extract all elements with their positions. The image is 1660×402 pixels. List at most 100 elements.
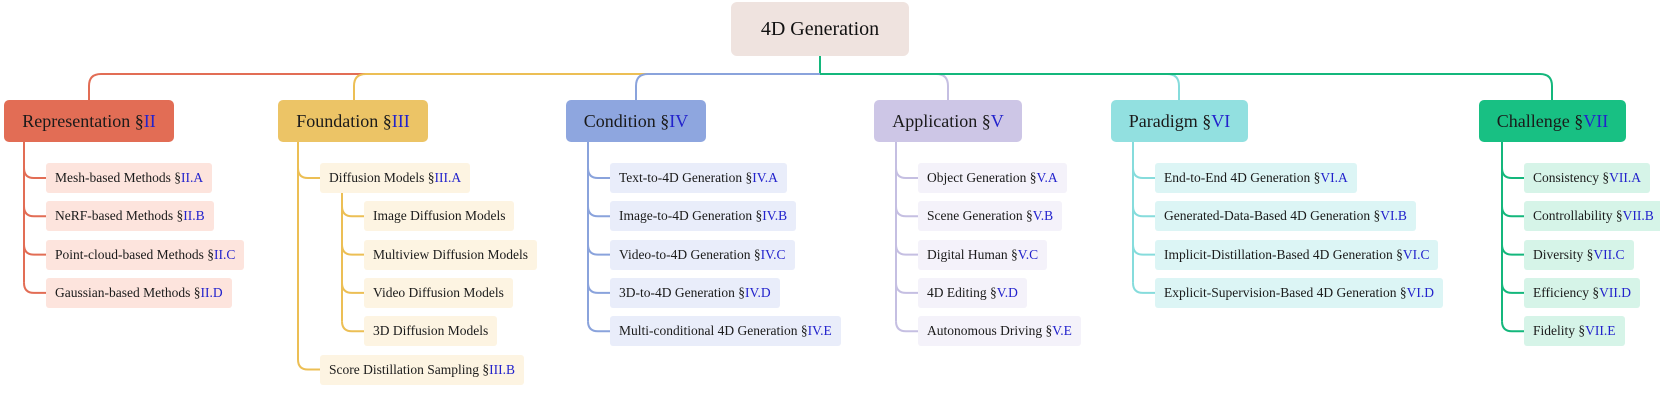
paradigm-bus-line — [820, 73, 1180, 100]
condition-item-section-ref[interactable]: IV.E — [807, 323, 832, 339]
foundation-subitem-connector — [341, 321, 364, 333]
foundation-subitem[interactable]: Video Diffusion Models — [364, 277, 513, 308]
challenge-item-section-ref[interactable]: VII.C — [1593, 246, 1625, 262]
challenge-item-text: Controllability — [1533, 208, 1613, 224]
category-application-section-ref[interactable]: V — [990, 110, 1004, 131]
category-application[interactable]: Application §V — [874, 100, 1022, 142]
representation-item-section-ref[interactable]: II.A — [180, 170, 204, 185]
section-symbol: § — [1602, 170, 1610, 185]
foundation-item[interactable]: Diffusion Models §III.A — [320, 163, 471, 193]
section-symbol: § — [738, 284, 745, 300]
challenge-item[interactable]: Efficiency §VII.D — [1524, 277, 1640, 308]
challenge-item[interactable]: Consistency §VII.A — [1524, 163, 1650, 193]
category-paradigm[interactable]: Paradigm §VI — [1111, 100, 1248, 142]
condition-item[interactable]: Image-to-4D Generation §IV.B — [610, 201, 797, 232]
application-item[interactable]: 4D Editing §V.D — [918, 277, 1027, 308]
foundation-subitem-text: Video Diffusion Models — [373, 284, 504, 300]
condition-item[interactable]: Video-to-4D Generation §IV.C — [610, 239, 795, 270]
section-symbol: § — [1025, 208, 1033, 224]
condition-item-section-ref[interactable]: IV.A — [752, 170, 778, 185]
category-representation-text: Representation — [22, 110, 131, 131]
application-item-section-ref[interactable]: V.B — [1032, 208, 1054, 224]
category-condition-text: Condition — [583, 110, 656, 131]
section-symbol: § — [800, 323, 808, 339]
section-symbol: § — [745, 170, 753, 185]
paradigm-item-connector — [1132, 167, 1155, 179]
condition-item-section-ref[interactable]: IV.C — [760, 246, 786, 262]
category-foundation-section-ref[interactable]: III — [391, 110, 410, 131]
condition-item-text: Video-to-4D Generation — [619, 246, 751, 262]
category-condition[interactable]: Condition §IV — [566, 100, 706, 142]
paradigm-item-section-ref[interactable]: VI.B — [1380, 208, 1407, 224]
paradigm-item[interactable]: Implicit-Distillation-Based 4D Generatio… — [1155, 239, 1439, 270]
application-item-section-ref[interactable]: V.D — [996, 284, 1018, 300]
representation-item-section-ref[interactable]: II.B — [183, 208, 205, 224]
application-item-section-ref[interactable]: V.A — [1036, 170, 1058, 185]
application-item[interactable]: Autonomous Driving §V.E — [918, 316, 1081, 347]
foundation-subitem-text: Multiview Diffusion Models — [373, 246, 528, 262]
challenge-item-section-ref[interactable]: VII.B — [1622, 208, 1654, 224]
condition-item[interactable]: Text-to-4D Generation §IV.A — [610, 163, 787, 193]
section-symbol: § — [1592, 284, 1600, 300]
foundation-item-section-ref[interactable]: III.A — [434, 170, 462, 185]
application-item[interactable]: Scene Generation §V.B — [918, 201, 1063, 232]
foundation-subitem[interactable]: 3D Diffusion Models — [364, 316, 498, 347]
foundation-item[interactable]: Score Distillation Sampling §III.B — [320, 354, 524, 385]
category-representation-section-ref[interactable]: II — [143, 110, 156, 131]
condition-item-section-ref[interactable]: IV.B — [762, 208, 788, 224]
challenge-item-connector — [1501, 167, 1524, 179]
challenge-item-text: Fidelity — [1533, 323, 1576, 339]
section-symbol: § — [1313, 170, 1321, 185]
condition-bus-line — [635, 73, 820, 100]
foundation-subitem[interactable]: Multiview Diffusion Models — [364, 239, 537, 270]
category-foundation[interactable]: Foundation §III — [278, 100, 428, 142]
challenge-item-section-ref[interactable]: VII.A — [1609, 170, 1641, 185]
section-symbol: § — [1045, 323, 1053, 339]
foundation-item-connector — [297, 359, 320, 371]
challenge-item-text: Consistency — [1533, 170, 1599, 185]
challenge-item[interactable]: Fidelity §VII.E — [1524, 316, 1625, 347]
representation-item-section-ref[interactable]: II.C — [213, 246, 236, 262]
paradigm-item[interactable]: Explicit-Supervision-Based 4D Generation… — [1155, 277, 1443, 308]
representation-item[interactable]: Point-cloud-based Methods §II.C — [46, 239, 245, 270]
representation-item-section-ref[interactable]: II.D — [200, 284, 223, 300]
challenge-item[interactable]: Controllability §VII.B — [1524, 201, 1660, 232]
section-symbol: § — [1011, 246, 1018, 262]
challenge-item[interactable]: Diversity §VII.C — [1524, 239, 1634, 270]
application-item[interactable]: Object Generation §V.A — [918, 163, 1067, 193]
representation-item-connector — [23, 167, 46, 179]
representation-item[interactable]: Mesh-based Methods §II.A — [46, 163, 213, 193]
paradigm-item-text: Generated-Data-Based 4D Generation — [1164, 208, 1371, 224]
paradigm-item[interactable]: End-to-End 4D Generation §VI.A — [1155, 163, 1357, 193]
challenge-item-text: Diversity — [1533, 246, 1584, 262]
category-challenge-section-ref[interactable]: VII — [1583, 110, 1609, 131]
category-representation[interactable]: Representation §II — [4, 100, 174, 142]
representation-item[interactable]: NeRF-based Methods §II.B — [46, 201, 214, 232]
section-symbol: § — [134, 110, 144, 131]
condition-item[interactable]: 3D-to-4D Generation §IV.D — [610, 277, 780, 308]
application-item-text: 4D Editing — [927, 284, 987, 300]
paradigm-item[interactable]: Generated-Data-Based 4D Generation §VI.B — [1155, 201, 1416, 232]
category-paradigm-section-ref[interactable]: VI — [1211, 110, 1231, 131]
challenge-item-section-ref[interactable]: VII.D — [1599, 284, 1631, 300]
category-challenge[interactable]: Challenge §VII — [1479, 100, 1626, 142]
application-item[interactable]: Digital Human §V.C — [918, 239, 1048, 270]
paradigm-item-section-ref[interactable]: VI.A — [1320, 170, 1348, 185]
category-condition-section-ref[interactable]: IV — [669, 110, 689, 131]
application-item-connector — [895, 321, 918, 333]
application-item-text: Scene Generation — [927, 208, 1023, 224]
condition-item-connector — [587, 167, 610, 179]
paradigm-item-text: Explicit-Supervision-Based 4D Generation — [1164, 284, 1397, 300]
foundation-subitem[interactable]: Image Diffusion Models — [364, 201, 515, 232]
challenge-item-section-ref[interactable]: VII.E — [1585, 323, 1616, 339]
paradigm-item-section-ref[interactable]: VI.D — [1406, 284, 1434, 300]
paradigm-item-section-ref[interactable]: VI.C — [1402, 246, 1430, 262]
condition-item[interactable]: Multi-conditional 4D Generation §IV.E — [610, 316, 841, 347]
application-item-section-ref[interactable]: V.C — [1017, 246, 1039, 262]
application-item-section-ref[interactable]: V.E — [1052, 323, 1072, 339]
condition-item-section-ref[interactable]: IV.D — [744, 284, 771, 300]
representation-item[interactable]: Gaussian-based Methods §II.D — [46, 277, 232, 308]
foundation-item-section-ref[interactable]: III.B — [489, 361, 515, 377]
challenge-item-connector — [1501, 206, 1524, 218]
